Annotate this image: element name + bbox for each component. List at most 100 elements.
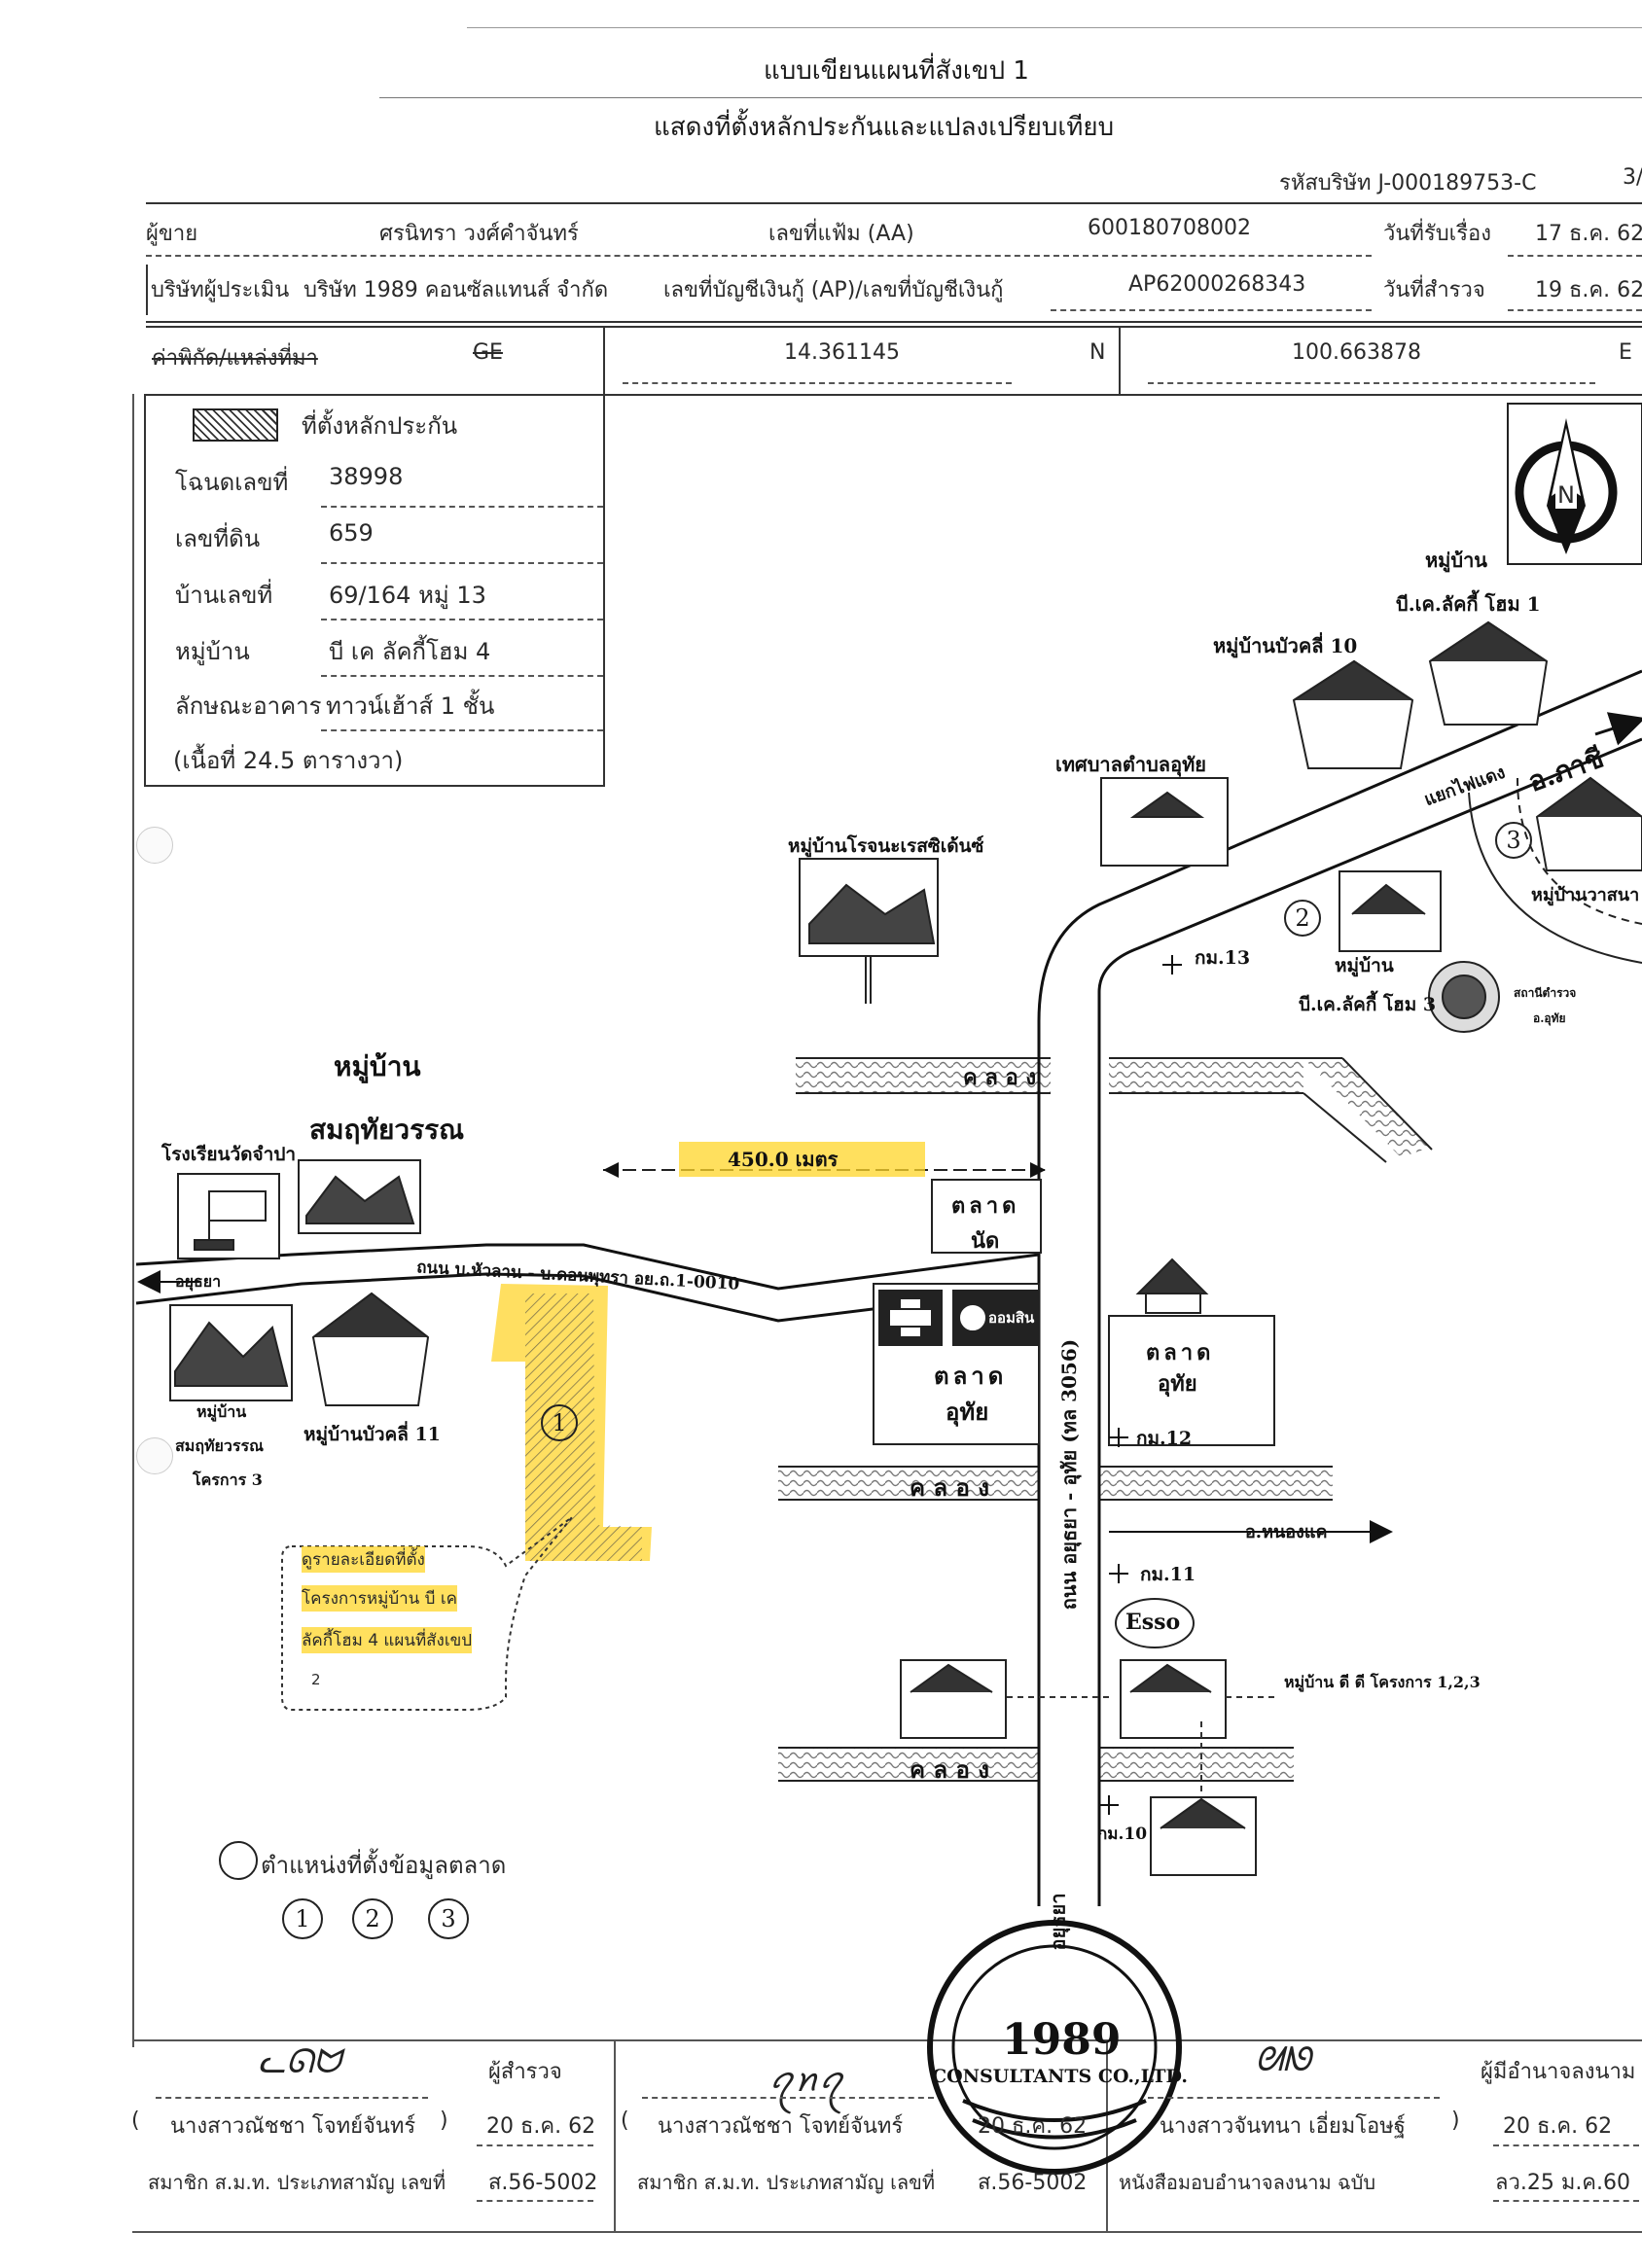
- company-code: รหัสบริษัท J-000189753-C: [1279, 171, 1537, 195]
- survey-date-value: 19 ธ.ค. 62: [1535, 278, 1642, 302]
- surveyor-signature: ᓚᘏᗢ: [258, 2042, 341, 2081]
- legend-value-house: 69/164 หมู่ 13: [329, 582, 486, 609]
- market-uthai-right-label-a: ตลาด: [1146, 1340, 1215, 1365]
- account-value: AP62000268343: [1128, 272, 1306, 297]
- authorized-signature: ᘛᘚ: [1255, 2040, 1311, 2079]
- surveyor-license: ส.56-5002: [488, 2171, 598, 2195]
- account-label: เลขที่บัญชีเงินกู้ (AP)/เลขที่บัญชีเงินก…: [663, 278, 1004, 302]
- stamp-year: 1989: [1002, 2015, 1122, 2065]
- main-road: [1037, 669, 1642, 1906]
- somruethai3-label-c: โครการ 3: [193, 1471, 263, 1489]
- page-title: แบบเขียนแผนที่สังเขป 1: [764, 56, 1029, 86]
- market-legend-1: 1: [282, 1898, 323, 1939]
- legend-value-land: 659: [329, 519, 374, 547]
- market-legend-3: 3: [428, 1898, 469, 1939]
- market-point-2: 2: [1284, 900, 1321, 937]
- distance-label: 450.0 เมตร: [679, 1142, 926, 1177]
- punch-hole-bottom: [136, 1437, 173, 1474]
- somruethai3-label-a: หมู่บ้าน: [196, 1402, 247, 1421]
- bk1-label-a: หมู่บ้าน: [1425, 549, 1487, 572]
- bk3-label-b: บี.เค.ลัคกี้ โฮม 3: [1299, 994, 1437, 1015]
- market-point-3: 3: [1495, 822, 1532, 859]
- latitude-dir: N: [1089, 340, 1106, 365]
- authorized-role: ผู้มีอำนาจลงนาม: [1481, 2060, 1636, 2084]
- reviewer-name: นางสาวณัชชา โจทย์จันทร์: [658, 2114, 904, 2139]
- appraiser-value: บริษัท 1989 คอนซัลแทนส์ จำกัด: [303, 278, 609, 302]
- surveyor-paren-open: (: [131, 2109, 140, 2133]
- legend-label-house: บ้านเลขที่: [175, 582, 273, 609]
- collateral-label: ที่ตั้งหลักประกัน: [302, 412, 458, 440]
- km11-label: กม.11: [1140, 1564, 1196, 1585]
- house-icons: [169, 620, 1642, 1876]
- buakhli11-label: หมู่บ้านบัวคลี่ 11: [303, 1424, 441, 1445]
- market-uthai-left-label-b: อุทัย: [946, 1398, 989, 1426]
- wasana-label: หมู่บ้านวาสนา: [1531, 885, 1640, 905]
- authorized-ref: ลว.25 ม.ค.60: [1495, 2171, 1631, 2195]
- surveyor-role: ผู้สำรวจ: [488, 2060, 562, 2084]
- legend-value-village: บี เค ลัคกี้โฮม 4: [329, 638, 491, 665]
- page-ref: 3/: [1623, 165, 1642, 190]
- reviewer-member: สมาชิก ส.ม.ท. ประเภทสามัญ เลขที่: [637, 2171, 936, 2194]
- to-nongkhae-label: อ.หนองแค: [1245, 1522, 1328, 1542]
- canal-lower: [778, 1747, 1294, 1782]
- gsb-label: ออมสิน: [988, 1309, 1035, 1327]
- coords-label: ค่าพิกัด/แหล่งที่มา: [152, 346, 318, 371]
- police-label-a: สถานีตำรวจ: [1514, 986, 1577, 1000]
- surveyor-member: สมาชิก ส.ม.ท. ประเภทสามัญ เลขที่: [148, 2171, 446, 2194]
- authorized-name: นางสาวจันทนา เอี่ยมโอษฐ์: [1160, 2114, 1406, 2139]
- buakhli10-label: หมู่บ้านบัวคลี่ 10: [1213, 634, 1358, 657]
- canal-middle: [778, 1466, 1333, 1501]
- note-line-2: โครงการหมู่บ้าน บี เค: [302, 1585, 458, 1612]
- surveyor-name: นางสาวณัชชา โจทย์จันทร์: [170, 2114, 416, 2139]
- longitude-value: 100.663878: [1292, 340, 1421, 365]
- seller-value: ศรนิทรา วงศ์คำจันทร์: [379, 222, 579, 246]
- market-nat-label-b: นัด: [971, 1228, 1000, 1254]
- collateral-hatch-swatch: [193, 408, 278, 442]
- surveyor-paren-close: ): [440, 2109, 448, 2133]
- market-nat-label-a: ตลาด: [951, 1193, 1020, 1219]
- legend-label-village: หมู่บ้าน: [175, 638, 250, 665]
- bk1-label-b: บี.เค.ลัคกี้ โฮม 1: [1396, 592, 1541, 616]
- km12-label: กม.12: [1136, 1428, 1193, 1449]
- seller-label: ผู้ขาย: [146, 222, 198, 246]
- north-label: N: [1555, 481, 1577, 509]
- stamp-company: CONSULTANTS CO.,LTD.: [932, 2066, 1188, 2087]
- market-uthai-right-label-b: อุทัย: [1158, 1371, 1197, 1397]
- page-subtitle: แสดงที่ตั้งหลักประกันและแปลงเปรียบเทียบ: [654, 113, 1115, 142]
- reviewer-date: 20 ธ.ค. 62: [978, 2114, 1088, 2139]
- authorized-power: หนังสือมอบอำนาจลงนาม ฉบับ: [1119, 2171, 1376, 2194]
- km10-label: กม.10: [1097, 1825, 1148, 1844]
- note-line-1: ดูรายละเอียดที่ตั้ง: [302, 1546, 425, 1573]
- school-label: โรงเรียนวัดจำปา: [161, 1144, 297, 1165]
- note-callout: [281, 1516, 573, 1711]
- market-nat-box: [931, 1179, 1042, 1254]
- market-legend-label: ตำแหน่งที่ตั้งข้อมูลตลาด: [261, 1852, 507, 1879]
- canal-upper-label-left: ค ล อ ง: [963, 1065, 1037, 1090]
- market-legend-2: 2: [352, 1898, 393, 1939]
- legend-value-deed: 38998: [329, 463, 404, 490]
- note-line-3: ลัคกี้โฮม 4 แผนที่สังเขป: [302, 1627, 473, 1653]
- latitude-value: 14.361145: [784, 340, 900, 365]
- market-uthai-right-box: [1108, 1315, 1275, 1446]
- reviewer-license: ส.56-5002: [978, 2171, 1088, 2195]
- legend-value-building: ทาวน์เฮ้าส์ 1 ชั้น: [326, 692, 495, 720]
- km13-label: กม.13: [1195, 947, 1251, 969]
- reviewer-signature: ꪖꪀꪖ: [768, 2061, 844, 2100]
- surveyor-date: 20 ธ.ค. 62: [486, 2114, 596, 2139]
- legend-label-building: ลักษณะอาคาร: [175, 692, 322, 720]
- to-ayutthaya-label: อยุธยา: [175, 1272, 222, 1291]
- canal-lower-label: ค ล อ ง: [910, 1755, 989, 1784]
- appraiser-label: บริษัทผู้ประเมิน: [151, 278, 290, 302]
- bk3-label-a: หมู่บ้าน: [1335, 955, 1394, 976]
- longitude-dir: E: [1619, 340, 1632, 365]
- market-uthai-left-label-a: ตลาด: [934, 1362, 1008, 1390]
- company-stamp: [927, 1920, 1182, 2175]
- survey-date-label: วันที่สำรวจ: [1383, 278, 1485, 302]
- somruethai3-label-b: สมฤทัยวรรณ: [175, 1436, 264, 1455]
- somruethai-label-b: สมฤทัยวรรณ: [309, 1114, 465, 1146]
- file-no-label: เลขที่แฟ้ม (AA): [768, 222, 914, 246]
- main-road-label: ถนน อยุธยา - อุทัย (ทล 3056): [1053, 1338, 1086, 1611]
- authorized-date: 20 ธ.ค. 62: [1503, 2114, 1613, 2139]
- somruethai-label-a: หมู่บ้าน: [334, 1050, 421, 1082]
